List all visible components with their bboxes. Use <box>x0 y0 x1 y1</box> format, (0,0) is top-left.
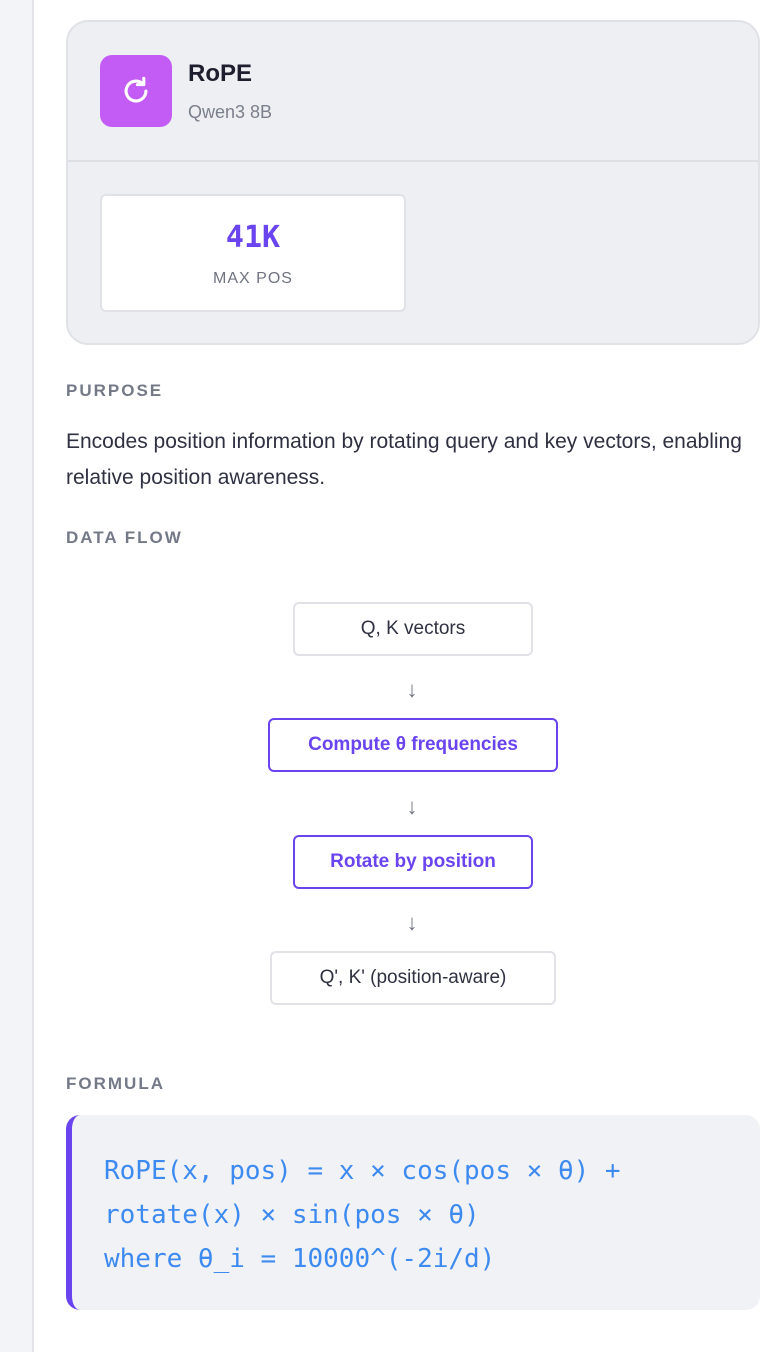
arrow-down-icon: ↓ <box>406 677 418 702</box>
flow-node-rotate: Rotate by position <box>293 835 533 889</box>
stat-label: MAX POS <box>213 270 293 287</box>
formula-heading: FORMULA <box>66 1074 165 1093</box>
purpose-heading: PURPOSE <box>66 381 164 400</box>
flow-node-compute-frequencies: Compute θ frequencies <box>268 718 558 772</box>
stat-max-pos: 41K MAX POS <box>100 194 406 312</box>
purpose-text: Encodes position information by rotating… <box>66 430 742 489</box>
flow-node-input: Q, K vectors <box>293 602 533 656</box>
left-rail <box>0 0 34 1352</box>
rotate-icon <box>100 55 172 127</box>
flow-node-output: Q', K' (position-aware) <box>270 951 556 1005</box>
formula-block: RoPE(x, pos) = x × cos(pos × θ) + rotate… <box>66 1115 760 1310</box>
component-header-card: RoPE Qwen3 8B 41K MAX POS <box>66 20 760 345</box>
component-header: RoPE Qwen3 8B <box>68 22 758 162</box>
arrow-down-icon: ↓ <box>406 794 418 819</box>
formula-line: rotate(x) × sin(pos × θ) <box>104 1200 480 1230</box>
formula-line: RoPE(x, pos) = x × cos(pos × θ) + <box>104 1156 621 1186</box>
model-name: Qwen3 8B <box>188 102 273 122</box>
formula-line: where θ_i = 10000^(-2i/d) <box>104 1244 496 1274</box>
component-title: RoPE <box>188 60 253 87</box>
data-flow-heading: DATA FLOW <box>66 528 183 547</box>
stat-value: 41K <box>225 220 281 255</box>
arrow-down-icon: ↓ <box>406 910 418 935</box>
header-divider <box>68 160 758 162</box>
